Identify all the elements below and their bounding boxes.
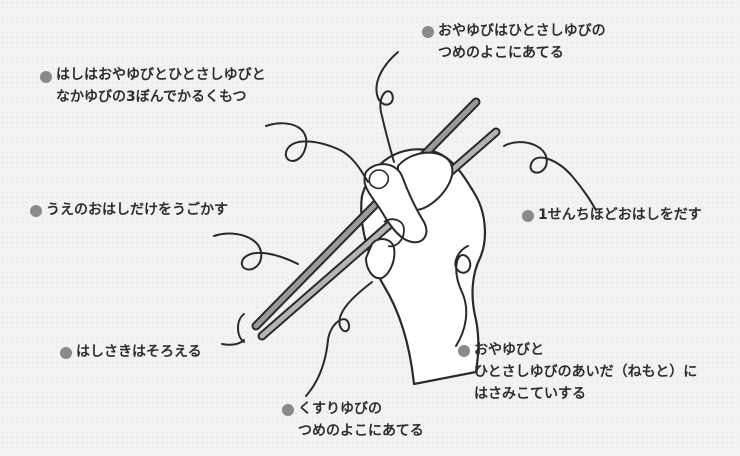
ring-finger <box>365 238 396 280</box>
label-move-upper: うえのおはしだけをうごかす <box>46 202 228 218</box>
leader-move-upper <box>213 232 299 271</box>
bullet-dot <box>522 210 534 222</box>
leader-ring-finger <box>305 281 373 397</box>
middle-finger <box>383 218 405 248</box>
bullet-dot <box>282 404 294 416</box>
label-hold-three-fingers: はしはおやゆびとひとさしゆびと なかゆびの3ぼんでかるくもつ <box>56 67 266 105</box>
thumb <box>363 163 428 244</box>
lower-chopstick-fill <box>259 129 499 339</box>
bullet-dot <box>458 345 470 357</box>
leader-hold-three <box>265 122 369 183</box>
bullet-dot <box>60 347 72 359</box>
leader-lines <box>213 51 597 397</box>
leader-thumb-tip <box>375 51 399 163</box>
label-thumb-tip-index: おやゆびはひとさしゆびの つめのよこにあてる <box>438 23 606 61</box>
thumbnail <box>368 169 390 190</box>
bullet-dot <box>30 205 42 217</box>
upper-chopstick-fill <box>253 99 479 329</box>
leader-pinch-base <box>454 245 472 347</box>
label-pinch-base: おやゆびと ひとさしゆびのあいだ（ねもと）に はさみこていする <box>474 342 698 402</box>
label-one-cm-out: 1せんちほどおはしをだす <box>538 207 702 223</box>
leader-one-cm <box>503 141 597 211</box>
bullet-dot <box>40 71 52 83</box>
leader-align-tips <box>221 339 245 346</box>
label-ring-finger: くすりゆびの つめのよこにあてる <box>298 401 424 439</box>
tips-bracket <box>237 313 245 343</box>
label-align-tips: はしさきはそろえる <box>76 344 202 360</box>
bullet-dot <box>422 26 434 38</box>
